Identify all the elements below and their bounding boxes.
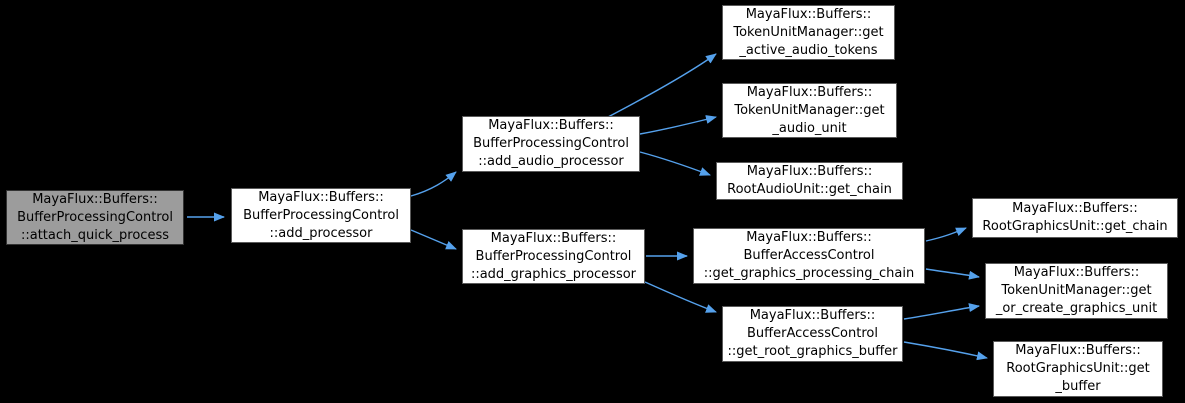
node-get-root-graphics-buffer[interactable]: MayaFlux::Buffers:: BufferAccessControl … bbox=[722, 306, 903, 362]
edge-audio-to-audio-unit bbox=[639, 115, 717, 135]
edge-buffer-to-create-unit bbox=[903, 303, 980, 320]
node-attach-quick-process: MayaFlux::Buffers:: BufferProcessingCont… bbox=[6, 190, 184, 245]
node-get-graphics-processing-chain[interactable]: MayaFlux::Buffers:: BufferAccessControl … bbox=[693, 228, 925, 284]
node-add-processor[interactable]: MayaFlux::Buffers:: BufferProcessingCont… bbox=[231, 188, 411, 243]
node-root-graphics-get-chain[interactable]: MayaFlux::Buffers:: RootGraphicsUnit::ge… bbox=[972, 198, 1178, 238]
node-root-audio-get-chain[interactable]: MayaFlux::Buffers:: RootAudioUnit::get_c… bbox=[716, 162, 903, 200]
edge-audio-to-active-tokens bbox=[607, 53, 717, 118]
edge-add-processor-to-audio bbox=[410, 171, 457, 197]
edge-buffer-to-get-buffer bbox=[903, 341, 988, 361]
node-root-graphics-get-buffer[interactable]: MayaFlux::Buffers:: RootGraphicsUnit::ge… bbox=[993, 341, 1163, 397]
node-add-graphics-processor[interactable]: MayaFlux::Buffers:: BufferProcessingCont… bbox=[462, 229, 645, 284]
node-add-audio-processor[interactable]: MayaFlux::Buffers:: BufferProcessingCont… bbox=[462, 116, 640, 172]
edge-chain-to-create-unit bbox=[925, 268, 980, 280]
edge-add-processor-to-graphics bbox=[410, 229, 457, 250]
edge-audio-to-audio-chain bbox=[639, 151, 711, 176]
node-get-active-audio-tokens[interactable]: MayaFlux::Buffers:: TokenUnitManager::ge… bbox=[722, 5, 895, 60]
node-get-or-create-graphics-unit[interactable]: MayaFlux::Buffers:: TokenUnitManager::ge… bbox=[985, 263, 1168, 319]
edge-chain-to-graphics-chain bbox=[925, 227, 967, 242]
node-get-audio-unit[interactable]: MayaFlux::Buffers:: TokenUnitManager::ge… bbox=[722, 83, 897, 138]
edge-graphics-to-root-buffer bbox=[644, 281, 717, 313]
